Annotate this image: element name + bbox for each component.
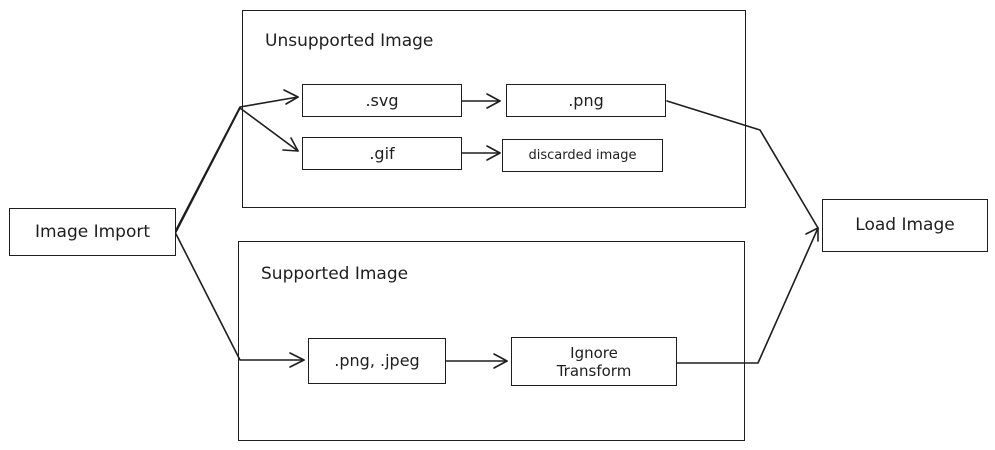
discarded-image-node: discarded image [502,139,663,172]
arrowhead-ignore-transform [493,353,508,369]
load-image-label: Load Image [855,215,955,236]
load-image-node: Load Image [822,199,988,252]
ignore-transform-node: Ignore Transform [511,337,677,386]
arrowhead-svg [283,89,299,105]
edge-png-to-load-image [666,100,819,229]
arrowhead-load-image [805,227,819,242]
image-import-node: Image Import [9,208,176,256]
supported-image-group [238,241,745,441]
edge-import-to-gif [175,107,299,233]
ignore-transform-label-line2: Transform [556,361,632,380]
edge-import-to-png-jpeg [175,233,305,361]
arrowhead-png-jpeg [289,352,305,368]
ignore-transform-label-line1: Ignore [570,343,618,362]
png-jpeg-node: .png, .jpeg [308,338,446,384]
unsupported-image-title: Unsupported Image [265,31,434,51]
image-import-label: Image Import [34,221,151,242]
supported-image-title: Supported Image [261,264,409,284]
discarded-image-label: discarded image [528,147,637,163]
arrowhead-png [486,93,501,109]
arrowhead-gif [282,137,299,152]
png-jpeg-label: .png, .jpeg [334,351,420,371]
svg-label: .svg [365,90,399,110]
gif-label: .gif [369,143,395,163]
arrowhead-discarded [486,145,501,161]
edge-ignore-transform-to-load-image [676,227,819,364]
gif-node: .gif [302,137,462,170]
png-label: .png [568,90,604,110]
png-node: .png [506,84,666,117]
unsupported-image-group [242,10,746,208]
svg-node: .svg [302,84,462,117]
